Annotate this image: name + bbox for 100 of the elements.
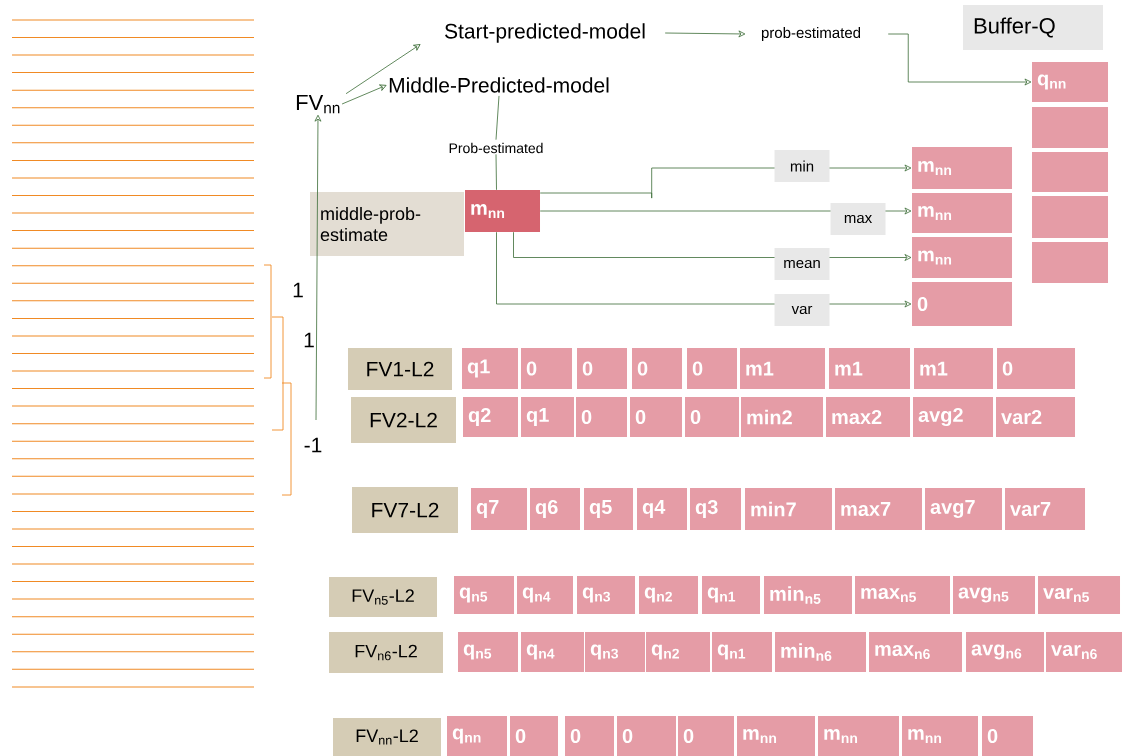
value-cell <box>1032 196 1108 238</box>
text-label: FV$_{nn}$ <box>296 94 340 114</box>
vector-cell: q$_{n5}$ <box>458 632 518 672</box>
row-header: FV$_{nn}$-L2 <box>333 718 441 756</box>
arrow <box>887 33 1032 86</box>
vector-cell: 0 <box>630 397 682 437</box>
edge-label: var <box>774 294 830 326</box>
vector-cell: 0 <box>687 348 737 389</box>
vector-cell: avg$_{n5}$ <box>953 576 1035 614</box>
edge-label: mean <box>774 248 830 280</box>
arrow <box>345 44 421 95</box>
vector-cell: 0 <box>617 716 676 756</box>
row-header: FV$_{n6}$-L2 <box>329 632 443 673</box>
value-cell: m$_{nn}$ <box>912 147 1012 189</box>
vector-cell: m1 <box>829 348 910 389</box>
node-label: q$_{n4}$ <box>526 644 555 660</box>
vector-cell: q7 <box>471 488 527 530</box>
vector-cell: q5 <box>584 488 633 530</box>
vector-cell: m$_{nn}$ <box>818 716 899 756</box>
edge-label: min <box>774 150 830 182</box>
row-header: FV2-L2 <box>351 397 456 443</box>
number-label: 1 <box>304 332 314 348</box>
vector-cell: var$_{n6}$ <box>1046 632 1122 672</box>
vector-cell: var2 <box>996 397 1075 437</box>
node-label: q$_{n2}$ <box>651 644 680 660</box>
vector-cell: min2 <box>741 397 823 437</box>
text-label: Start-predicted-model <box>445 23 645 43</box>
value-cell: q$_{nn}$ <box>1032 62 1108 102</box>
value-cell <box>1032 242 1108 283</box>
arrow <box>664 30 746 38</box>
vector-cell: avg$_{n6}$ <box>966 632 1044 672</box>
vector-cell: q$_{n3}$ <box>585 632 645 672</box>
vector-cell: q$_{n4}$ <box>521 632 584 672</box>
number-label: 1 <box>293 282 303 298</box>
value-cell: m$_{nn}$ <box>465 190 540 232</box>
vector-cell: 0 <box>565 716 614 756</box>
vector-cell: 0 <box>577 348 627 389</box>
vector-cell: q1 <box>462 348 518 389</box>
value-cell: 0 <box>912 282 1012 326</box>
vector-cell: avg7 <box>925 488 1002 530</box>
text-label: Prob-estimated <box>449 142 543 154</box>
vector-cell: min7 <box>745 488 832 530</box>
vector-cell: q$_{n1}$ <box>712 632 772 672</box>
vector-cell: max$_{n6}$ <box>869 632 962 672</box>
vector-cell: q4 <box>637 488 687 530</box>
vector-cell: q$_{n4}$ <box>517 576 573 614</box>
node-label: q$_{n1}$ <box>717 644 746 660</box>
node-label: 0 <box>683 728 694 744</box>
vector-cell: min$_{n6}$ <box>775 632 866 672</box>
vector-cell: 0 <box>510 716 558 756</box>
text-label: prob-estimated <box>761 27 861 41</box>
row-header: FV1-L2 <box>348 348 452 390</box>
value-cell: m$_{nn}$ <box>912 237 1012 278</box>
vector-cell: q$_{n1}$ <box>702 576 760 614</box>
node-label: var$_{n6}$ <box>1051 645 1097 660</box>
vector-cell: q1 <box>521 397 574 437</box>
value-cell: m$_{nn}$ <box>912 193 1012 233</box>
text-label: Middle-Predicted-model <box>389 77 609 93</box>
vector-cell: var7 <box>1005 488 1085 530</box>
node-label: q1 <box>526 408 549 426</box>
node-label: avg$_{n6}$ <box>971 644 1022 660</box>
vector-cell: q$_{n2}$ <box>646 632 710 672</box>
arrow <box>496 231 912 308</box>
buffer-header: Buffer-Q <box>963 5 1103 50</box>
row-header: FV$_{n5}$-L2 <box>329 577 437 617</box>
node-label: 0 <box>581 409 592 425</box>
vector-cell: 0 <box>997 348 1075 389</box>
node-label: 0 <box>622 728 633 744</box>
vector-cell: q$_{n2}$ <box>639 576 698 614</box>
vector-cell: 0 <box>521 348 572 389</box>
estimate-box: middle-prob-estimate <box>310 192 464 256</box>
vector-cell: m$_{nn}$ <box>737 716 815 756</box>
vector-cell: 0 <box>678 716 734 756</box>
vector-cell: m$_{nn}$ <box>902 716 978 756</box>
vector-cell: q$_{nn}$ <box>447 716 507 756</box>
node-label: min2 <box>747 409 792 425</box>
row-header: FV7-L2 <box>352 487 458 533</box>
vector-cell: m1 <box>740 348 825 389</box>
vector-cell: avg2 <box>913 397 993 437</box>
vector-cell: max2 <box>826 397 910 437</box>
arrow <box>314 114 322 421</box>
number-label: -1 <box>304 437 322 453</box>
vector-cell: var$_{n5}$ <box>1038 576 1120 614</box>
vector-cell: 0 <box>685 397 739 437</box>
node-label: 0 <box>690 409 701 425</box>
value-cell <box>1032 107 1108 148</box>
vector-cell: q$_{n5}$ <box>454 576 514 614</box>
vector-cell: max7 <box>835 488 922 530</box>
value-cell <box>1032 152 1108 192</box>
vector-cell: q3 <box>690 488 741 530</box>
vector-cell: q2 <box>463 397 518 437</box>
node-label: q$_{n3}$ <box>590 644 619 660</box>
vector-cell: 0 <box>576 397 627 437</box>
vector-cell: q$_{n3}$ <box>577 576 635 614</box>
vector-cell: 0 <box>982 716 1033 756</box>
arrow <box>341 84 387 105</box>
vector-cell: min$_{n5}$ <box>764 576 852 614</box>
edge-label: max <box>830 203 886 235</box>
vector-cell: max$_{n5}$ <box>855 576 950 614</box>
vector-cell: m1 <box>914 348 993 389</box>
